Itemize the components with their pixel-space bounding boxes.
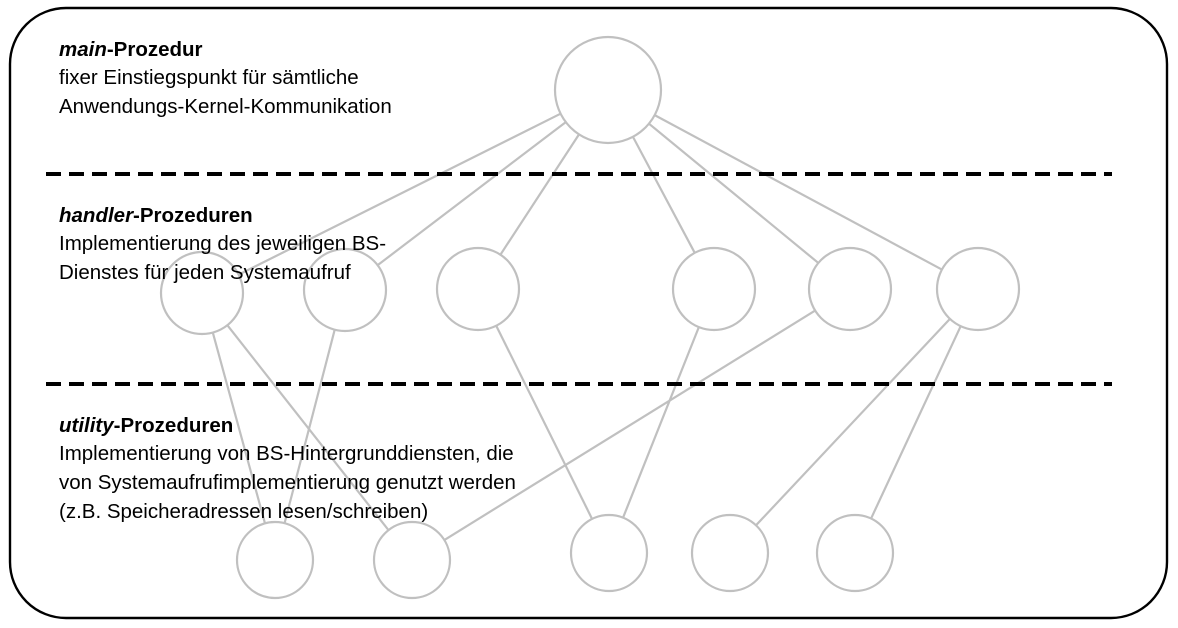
graph-edge <box>648 122 820 264</box>
section-desc-handler-line-2: Dienstes für jeden Systemaufruf <box>59 261 351 284</box>
section-desc-utility-line-1: Implementierung von BS-Hintergrunddienst… <box>59 442 514 465</box>
graph-edge <box>870 325 962 520</box>
section-title-handler: handler-Prozeduren <box>59 202 386 229</box>
graph-node-utility-1[interactable] <box>235 520 315 600</box>
section-label-handler: handler-Prozeduren Implementierung des j… <box>59 202 386 287</box>
frame-outline <box>8 6 1169 620</box>
section-desc-utility-line-2: von Systemaufrufimplementierung genutzt … <box>59 471 516 494</box>
graph-node-utility-5[interactable] <box>815 513 895 593</box>
divider-layer <box>46 172 1112 386</box>
graph-edge <box>226 324 390 531</box>
section-title-main: main-Prozedur <box>59 36 392 63</box>
section-desc-handler-line-1: Implementierung des jeweiligen BS- <box>59 232 387 255</box>
graph-edge <box>238 112 562 276</box>
section-title-utility: utility-Prozeduren <box>59 412 516 439</box>
graph-node-main-1[interactable] <box>553 35 663 145</box>
section-term-utility: utility <box>59 414 114 437</box>
graph-node-handler-5[interactable] <box>807 246 893 332</box>
graph-edge <box>495 325 594 520</box>
graph-node-utility-2[interactable] <box>372 520 452 600</box>
graph-edge <box>622 326 700 519</box>
graph-edge <box>283 329 336 524</box>
graph-edge <box>654 114 943 271</box>
graph-edge <box>443 309 816 541</box>
graph-node-handler-2[interactable] <box>302 247 388 333</box>
graph-node-handler-3[interactable] <box>435 246 521 332</box>
graph-node-utility-4[interactable] <box>690 513 770 593</box>
section-label-utility: utility-Prozeduren Implementierung von B… <box>59 412 516 526</box>
graph-node-handler-6[interactable] <box>935 246 1021 332</box>
graph-edge <box>376 121 567 267</box>
graph-node-utility-3[interactable] <box>569 513 649 593</box>
graph-node-handler-4[interactable] <box>671 246 757 332</box>
edge-layer <box>211 112 962 541</box>
graph-node-handler-1[interactable] <box>159 250 245 336</box>
node-layer <box>159 35 1021 600</box>
section-title-suffix-main: -Prozedur <box>106 38 203 61</box>
section-label-main: main-Prozedur fixer Einstiegspunkt für s… <box>59 36 392 121</box>
graph-edge <box>631 136 696 254</box>
section-desc-main-line-1: fixer Einstiegspunkt für sämtliche <box>59 66 359 89</box>
section-term-main: main <box>59 38 107 61</box>
graph-edge <box>499 133 580 256</box>
section-term-handler: handler <box>59 204 134 227</box>
graph-edge <box>211 332 267 524</box>
rounded-frame <box>8 6 1169 620</box>
section-desc-utility-line-3: (z.B. Speicheradressen lesen/schreiben) <box>59 500 429 523</box>
section-title-suffix-utility: -Prozeduren <box>113 414 234 437</box>
graph-edge <box>755 318 951 527</box>
section-desc-main-line-2: Anwendungs-Kernel-Kommunikation <box>59 95 392 118</box>
section-title-suffix-handler: -Prozeduren <box>133 204 253 227</box>
